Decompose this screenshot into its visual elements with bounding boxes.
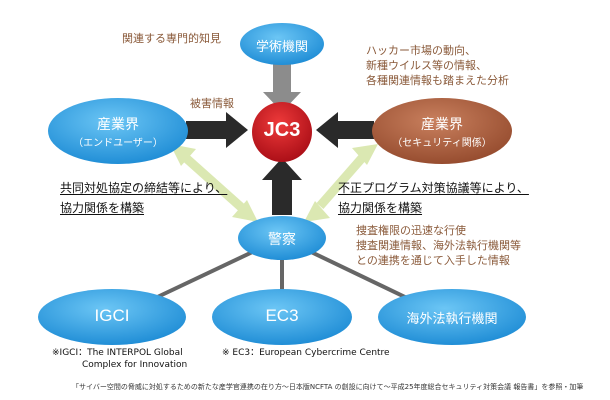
annotation-hacker-analysis-line1: ハッカー市場の動向、 [366,44,476,57]
label-academia: 学術機関 [255,40,308,55]
label-jc3: JC3 [263,119,301,141]
annotation-hacker-analysis-line3: 各種関連情報も踏まえた分析 [366,73,509,87]
node-ec3 [212,289,352,345]
node-academia [240,23,324,65]
label-industry-security: 産業界 （セキュリティ関係） [372,114,512,149]
note-igci: ※IGCI：The INTERPOL Global Complex for In… [52,348,187,371]
annotation-joint-agreement-line2: 協力関係を構築 [60,201,145,216]
annotation-joint-agreement-line1: 共同対処協定の締結等により、 [60,181,228,195]
note-igci-line1: ※IGCI：The INTERPOL Global [52,348,183,358]
label-igci: IGCI [94,306,130,325]
annotation-hacker-analysis-line2: 新種ウイルス等の情報、 [366,58,487,72]
node-jc3 [252,102,312,162]
annotation-joint-agreement: 共同対処協定の締結等により、 協力関係を構築 [60,178,227,219]
node-foreign-agencies [378,289,526,345]
label-police: 警察 [268,232,296,248]
label-foreign-agencies: 海外法執行機関 [406,312,498,327]
label-ec3: EC3 [265,306,299,325]
annotation-academia-knowledge: 関連する専門的知見 [122,32,221,45]
note-igci-line2: Complex for Innovation [82,359,188,370]
label-industry-end-user-line2: （エンドユーザー） [73,138,163,149]
double-arrow-enduser-police [170,144,258,222]
annotation-hacker-analysis: ハッカー市場の動向、 新種ウイルス等の情報、 各種関連情報も踏まえた分析 [366,44,509,89]
label-industry-security-line1: 産業界 [421,117,463,133]
annotation-damage-info: 被害情報 [190,97,234,110]
annotation-illegal-program-council-line2: 協力関係を構築 [338,201,423,216]
node-industry-security [372,98,512,164]
annotation-investigation-line2: 捜査関連情報、海外法執行機関等 [356,238,521,252]
node-police [238,216,326,260]
node-igci [38,289,186,345]
label-industry-end-user: 産業界 （エンドユーザー） [48,114,188,149]
arrow-police-to-jc3 [262,158,302,215]
annotation-investigation-line1: 捜査権限の迅速な行使 [356,224,466,237]
arrow-security-to-jc3 [316,112,374,148]
node-industry-end-user [48,98,188,164]
annotation-illegal-program-council: 不正プログラム対策協議等により、 協力関係を構築 [338,178,529,219]
source-citation: 「サイバー空間の脅威に対処するための新たな産学官連携の在り方～日本版NCFTA … [72,383,584,391]
note-ec3: ※ EC3：European Cybercrime Centre [222,348,390,358]
label-industry-security-line2: （セキュリティ関係） [392,138,492,149]
arrow-academia-to-jc3 [263,62,301,112]
label-industry-end-user-line1: 産業界 [97,117,139,133]
annotation-investigation: 捜査権限の迅速な行使 捜査関連情報、海外法執行機関等 との連携を通じて入手した情… [356,224,521,269]
annotation-illegal-program-council-line1: 不正プログラム対策協議等により、 [338,181,529,195]
double-arrow-security-police [304,144,378,222]
arrow-enduser-to-jc3 [186,112,248,148]
annotation-investigation-line3: との連携を通じて入手した情報 [356,253,510,267]
